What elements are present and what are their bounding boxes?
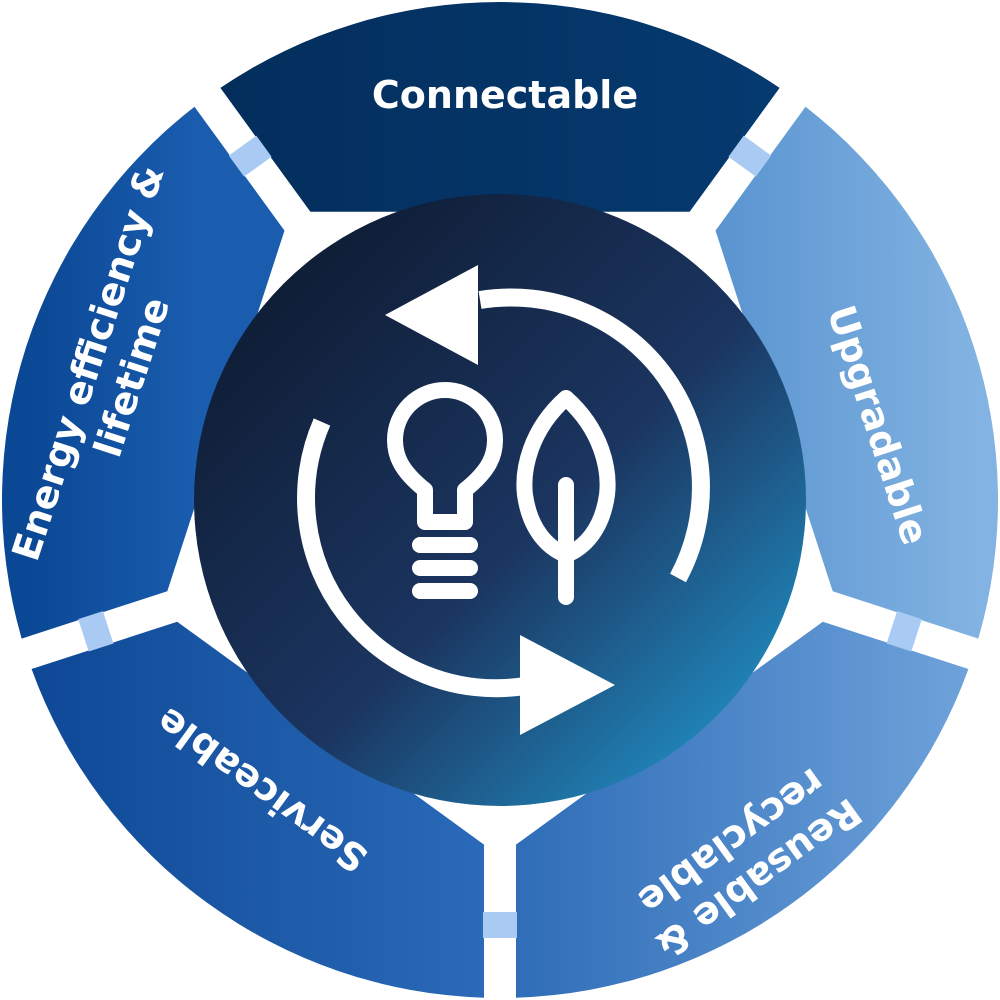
connector [483, 912, 517, 938]
circular-arrows-icon [297, 265, 710, 735]
segment-serviceable [31, 621, 485, 998]
connector [78, 611, 114, 652]
segment-upgradable [715, 106, 999, 639]
segment-reusable [516, 621, 969, 998]
segment-connectable [220, 2, 780, 212]
segment-energy [1, 106, 285, 639]
connector [228, 135, 272, 177]
connector [886, 611, 922, 652]
leaf-icon [516, 390, 616, 605]
label-line: Connectable [372, 73, 638, 117]
light-bulb-icon [387, 382, 503, 599]
label-connectable: Connectable [372, 73, 638, 117]
center-circle [194, 194, 806, 806]
connector [728, 135, 772, 177]
